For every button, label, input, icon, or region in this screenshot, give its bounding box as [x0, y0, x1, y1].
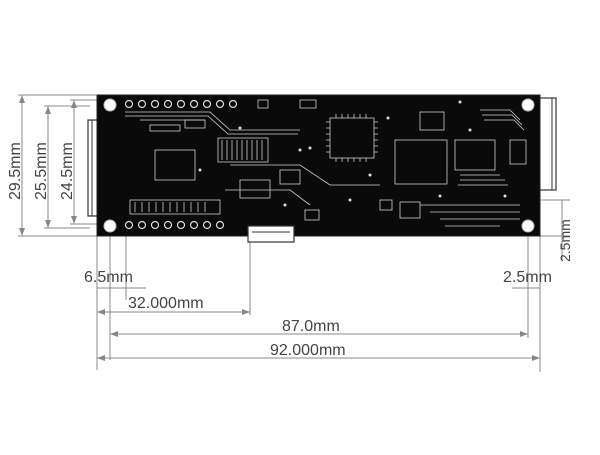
- dimension-arrows: [19, 95, 540, 361]
- mounting-holes: [103, 98, 535, 233]
- dim-width-header: 32.000mm: [128, 295, 204, 312]
- dimension-lines: [18, 94, 570, 372]
- right-connector: [537, 97, 557, 191]
- pcb-board: [87, 94, 557, 243]
- dim-height-connector: 25.5mm: [33, 142, 50, 200]
- top-header-pins: [124, 99, 238, 109]
- bottom-header-pins: [124, 220, 225, 230]
- dim-offset-right: 2.5mm: [557, 219, 573, 262]
- dimension-labels: 29.5mm 25.5mm 24.5mm 2.5mm 6.5mm 2.5mm 3…: [7, 142, 573, 359]
- pcb-traces: [125, 99, 527, 227]
- dim-offset-bottom-right: 2.5mm: [503, 269, 552, 286]
- dim-width-total: 92.000mm: [270, 342, 346, 359]
- dim-offset-left: 6.5mm: [84, 269, 133, 286]
- dim-height-inner: 24.5mm: [59, 142, 76, 200]
- pcb-vias: [198, 100, 507, 207]
- dim-height-outer: 29.5mm: [7, 142, 24, 200]
- board-outline: [96, 94, 541, 237]
- usb-connector: [247, 225, 295, 243]
- dim-width-holes: 87.0mm: [282, 318, 340, 335]
